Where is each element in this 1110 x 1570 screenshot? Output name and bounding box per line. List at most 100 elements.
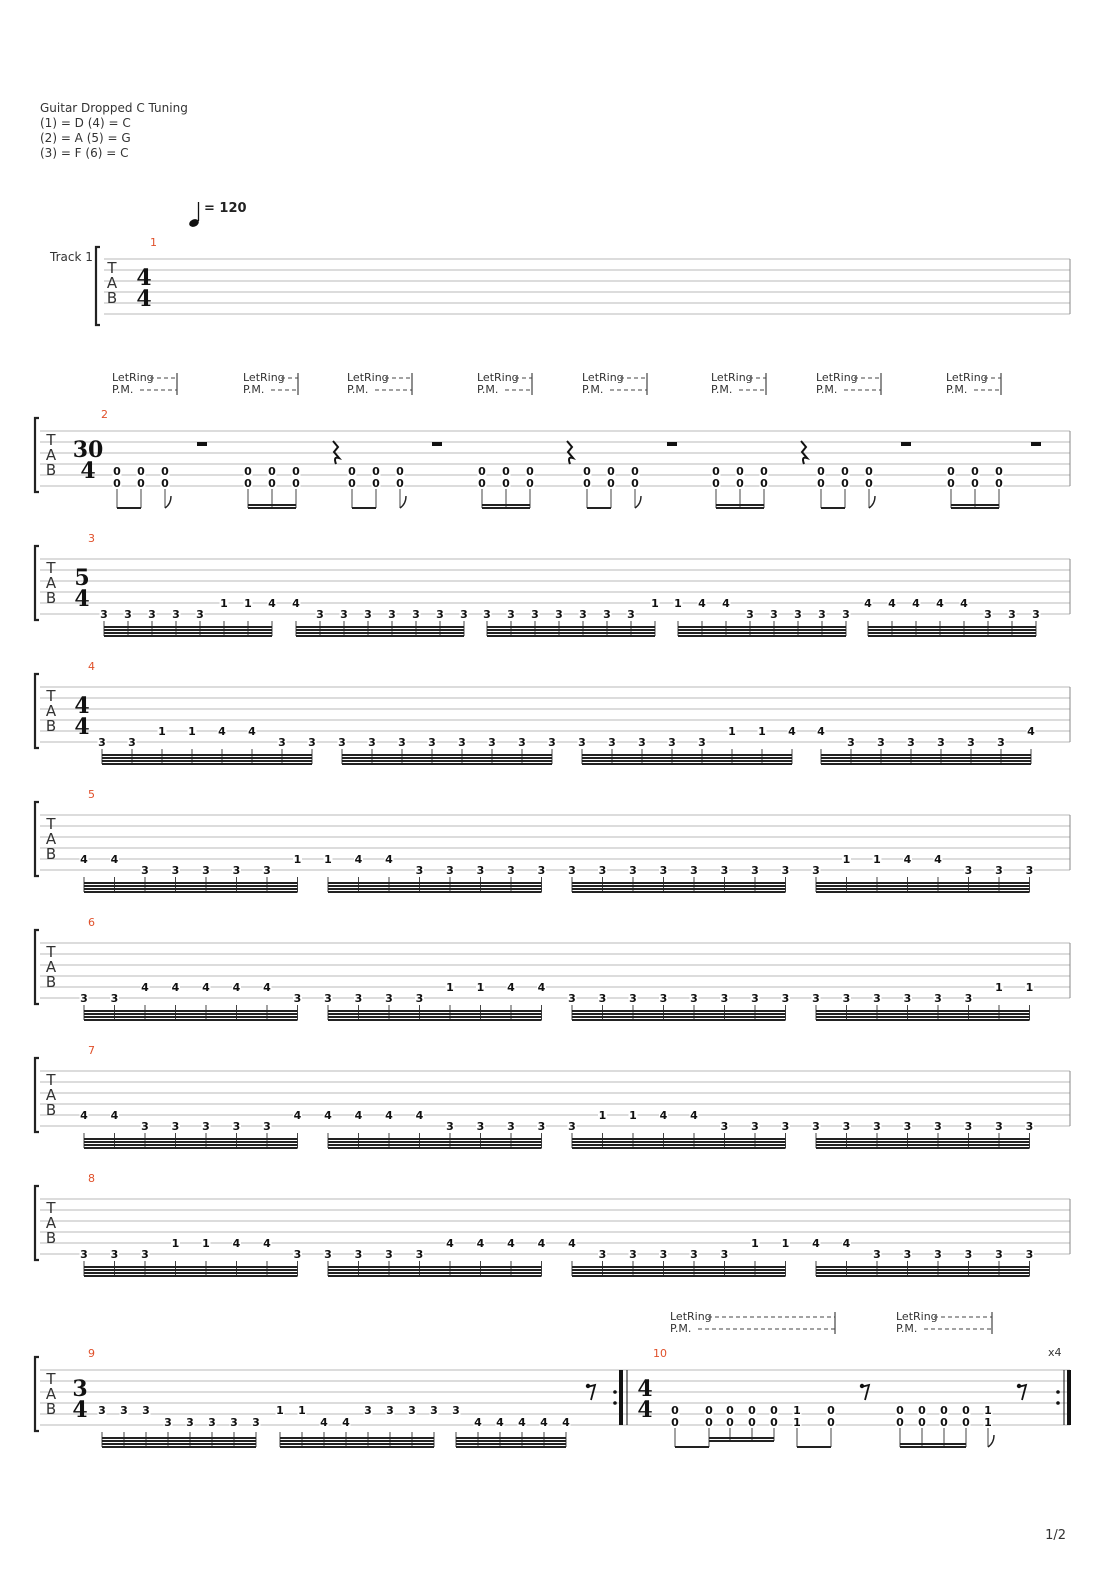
- fret-number: 4: [294, 1109, 302, 1122]
- fret-backing: [291, 465, 301, 476]
- fret-backing: [347, 477, 357, 488]
- fret-backing: [840, 465, 850, 476]
- fret-backing: [157, 725, 167, 736]
- fret-number: 1: [477, 981, 485, 994]
- fret-backing: [323, 1109, 333, 1120]
- fret-number: 1: [995, 981, 1003, 994]
- fret-backing: [840, 477, 850, 488]
- fret-backing: [911, 597, 921, 608]
- quarter-rest: [800, 440, 811, 465]
- fret-number: 3: [907, 736, 915, 749]
- fret-number: 0: [817, 465, 825, 478]
- let-ring-label: LetRing: [816, 371, 858, 384]
- fret-backing: [946, 465, 956, 476]
- fret-backing: [970, 465, 980, 476]
- fret-backing: [123, 608, 133, 619]
- fret-backing: [994, 465, 1004, 476]
- fret-number: 0: [671, 1416, 679, 1429]
- fret-backing: [895, 1404, 905, 1415]
- fret-number: 4: [1027, 725, 1035, 738]
- fret-backing: [816, 725, 826, 736]
- system-bracket: [33, 1355, 39, 1433]
- tab-clef-letter: T: [45, 943, 56, 961]
- fret-number: 0: [526, 477, 534, 490]
- fret-backing: [602, 608, 612, 619]
- fret-number: 3: [164, 1416, 172, 1429]
- fret-backing: [769, 608, 779, 619]
- fret-number: 0: [478, 477, 486, 490]
- fret-backing: [79, 853, 89, 864]
- fret-backing: [201, 1237, 211, 1248]
- fret-backing: [262, 1120, 272, 1131]
- fret-number: 3: [629, 992, 637, 1005]
- fret-backing: [816, 465, 826, 476]
- tab-clef-letter: B: [46, 1229, 56, 1247]
- fret-number: 0: [292, 465, 300, 478]
- let-ring-label: LetRing: [896, 1310, 938, 1323]
- fret-number: 0: [865, 465, 873, 478]
- fret-number: 1: [202, 1237, 210, 1250]
- fret-backing: [946, 477, 956, 488]
- fret-number: 3: [629, 864, 637, 877]
- fret-backing: [817, 608, 827, 619]
- fret-number: 3: [446, 864, 454, 877]
- fret-backing: [119, 1404, 129, 1415]
- fret-number: 3: [120, 1404, 128, 1417]
- fret-number: 0: [760, 477, 768, 490]
- fret-backing: [841, 608, 851, 619]
- fret-number: 3: [555, 608, 563, 621]
- fret-backing: [792, 1416, 802, 1427]
- fret-backing: [110, 1248, 119, 1259]
- fret-number: 3: [873, 992, 881, 1005]
- fret-backing: [477, 465, 487, 476]
- fret-number: 3: [388, 608, 396, 621]
- fret-backing: [476, 864, 485, 875]
- time-signature-bottom: 4: [72, 1397, 87, 1423]
- fret-backing: [842, 853, 851, 864]
- fret-number: 4: [324, 1109, 332, 1122]
- fret-number: 3: [186, 1416, 194, 1429]
- fret-number: 4: [268, 597, 276, 610]
- fret-number: 1: [599, 1109, 607, 1122]
- fret-number: 0: [607, 465, 615, 478]
- tab-clef-letter: B: [46, 973, 56, 991]
- measure-number: 6: [88, 916, 95, 929]
- fret-backing: [537, 1237, 546, 1248]
- fret-number: 0: [995, 477, 1003, 490]
- fret-number: 0: [940, 1404, 948, 1417]
- fret-backing: [79, 1248, 89, 1259]
- fret-backing: [759, 477, 769, 488]
- fret-backing: [895, 1416, 905, 1427]
- time-signature-bottom: 4: [136, 286, 151, 312]
- fret-number: 3: [965, 1248, 973, 1261]
- fret-number: 4: [111, 853, 119, 866]
- fret-backing: [136, 477, 146, 488]
- time-signature-bottom: 4: [74, 714, 89, 740]
- fret-number: 3: [507, 608, 515, 621]
- fret-number: 3: [568, 1120, 576, 1133]
- fret-backing: [354, 1109, 363, 1120]
- fret-number: 3: [208, 1416, 216, 1429]
- fret-backing: [487, 736, 497, 747]
- fret-number: 3: [142, 1404, 150, 1417]
- fret-number: 0: [244, 477, 252, 490]
- fret-number: 3: [308, 736, 316, 749]
- fret-backing: [606, 477, 616, 488]
- fret-number: 0: [995, 465, 1003, 478]
- fret-backing: [939, 1416, 949, 1427]
- fret-number: 0: [113, 465, 121, 478]
- fret-backing: [628, 1248, 638, 1259]
- tempo-value: = 120: [204, 201, 247, 216]
- fret-backing: [445, 1237, 455, 1248]
- fret-number: 3: [483, 608, 491, 621]
- fret-backing: [667, 736, 677, 747]
- fret-number: 3: [385, 992, 393, 1005]
- system-bracket: [33, 800, 39, 878]
- fret-number: 4: [355, 1109, 363, 1122]
- fret-backing: [933, 1248, 943, 1259]
- fret-backing: [650, 597, 660, 608]
- fret-backing: [79, 1109, 89, 1120]
- fret-number: 3: [436, 608, 444, 621]
- fret-number: 3: [904, 1248, 912, 1261]
- fret-backing: [384, 992, 394, 1003]
